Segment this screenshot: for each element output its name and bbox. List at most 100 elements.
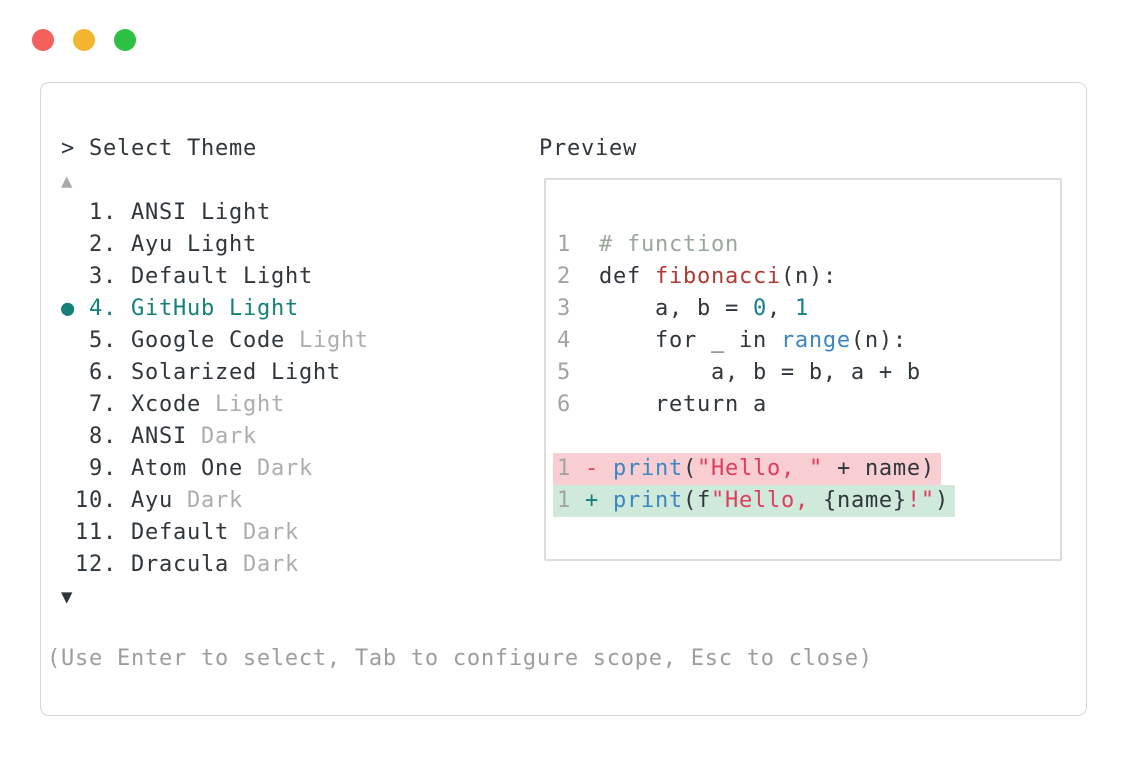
code-segment: 0 <box>752 296 767 321</box>
code-segment: ) <box>934 488 949 513</box>
theme-item-number: 6. <box>89 360 117 385</box>
theme-item-label: GitHub Light <box>131 296 299 321</box>
prompt-marker: > <box>61 136 75 161</box>
theme-list-column: > Select Theme ▲ 1.ANSI Light 2. Ayu Light… <box>41 133 541 613</box>
theme-item-label: Xcode <box>131 392 201 417</box>
column-gap <box>571 389 599 421</box>
code-text: a, b = 0, 1 <box>599 293 809 325</box>
theme-item-label: Ayu Light <box>131 232 257 257</box>
code-segment: , <box>766 296 795 321</box>
preview-title: Preview <box>539 136 637 161</box>
prompt-row: > Select Theme <box>41 133 541 165</box>
theme-variant-suffix: Dark <box>256 456 313 481</box>
scroll-down-row: ▼ <box>41 581 541 613</box>
code-segment: print <box>613 456 683 481</box>
scroll-down-icon[interactable]: ▼ <box>61 586 74 608</box>
zoom-window-icon[interactable] <box>114 29 136 51</box>
theme-item-number: 8. <box>89 424 117 449</box>
diff-highlight: 1-print("Hello, " + name) <box>553 453 941 485</box>
theme-item-default[interactable]: 11. Default Dark <box>41 517 541 549</box>
theme-item-label: Google Code <box>131 328 285 353</box>
diff-highlight: 1 + print(f"Hello, {name}!") <box>553 485 955 517</box>
theme-item-ansi[interactable]: 8. ANSI Dark <box>41 421 541 453</box>
code-segment: "Hello, <box>710 488 823 513</box>
theme-variant-suffix: Dark <box>200 424 257 449</box>
line-number: 1 <box>557 232 571 257</box>
code-segment: (f <box>682 488 711 513</box>
code-segment: a, b = <box>599 296 753 321</box>
keyboard-hint: (Use Enter to select, Tab to configure s… <box>47 646 873 671</box>
code-line: 1 # function <box>557 229 1060 261</box>
diff-sign-icon: - <box>585 456 599 481</box>
code-line: 4 for _ in range(n): <box>557 325 1060 357</box>
column-gap <box>599 453 613 485</box>
code-segment: "Hello, " <box>696 456 823 481</box>
theme-item-label: Default Light <box>131 264 313 289</box>
scroll-up-row: ▲ <box>41 165 541 197</box>
code-line: 3 a, b = 0, 1 <box>557 293 1060 325</box>
window-controls <box>32 29 136 51</box>
code-line: 5 a, b = b, a + b <box>557 357 1060 389</box>
code-segment: (n): <box>850 328 907 353</box>
code-text: for _ in range(n): <box>599 325 907 357</box>
column-gap <box>571 453 585 485</box>
code-text: print(f"Hello, {name}!") <box>613 485 949 517</box>
code-segment: def <box>599 264 655 289</box>
code-segment: + name) <box>822 456 935 481</box>
theme-item-number: 5. <box>89 328 117 353</box>
code-segment: range <box>780 328 851 353</box>
column-gap <box>571 325 599 357</box>
code-line: 6 return a <box>557 389 1060 421</box>
theme-item-label: Dracula <box>131 552 229 577</box>
theme-item-ayu-light[interactable]: 2. Ayu Light <box>41 229 541 261</box>
theme-item-number: 7. <box>89 392 117 417</box>
line-number: 2 <box>557 264 571 289</box>
theme-item-default-light[interactable]: 3.Default Light <box>41 261 541 293</box>
theme-item-label: ANSI <box>131 424 187 449</box>
theme-picker-panel: > Select Theme ▲ 1.ANSI Light 2. Ayu Light… <box>40 82 1087 716</box>
line-number: 1 <box>557 488 571 513</box>
preview-code-box: 1 # function 2 def fibonacci(n):3 a, b = 0,… <box>544 178 1062 561</box>
code-segment: (n): <box>780 264 837 289</box>
theme-item-number: 12. <box>75 552 117 577</box>
code-text: def fibonacci(n): <box>599 261 837 293</box>
code-segment: print <box>613 488 683 513</box>
line-number: 4 <box>557 328 571 353</box>
theme-item-number: 10. <box>75 488 117 513</box>
column-gap <box>571 229 599 261</box>
theme-item-number: 9. <box>89 456 117 481</box>
line-number: 5 <box>557 360 571 385</box>
theme-item-ansi-light[interactable]: 1.ANSI Light <box>41 197 541 229</box>
column-gap <box>571 261 599 293</box>
minimize-window-icon[interactable] <box>73 29 95 51</box>
theme-item-solarized-light[interactable]: 6.Solarized Light <box>41 357 541 389</box>
theme-variant-suffix: Dark <box>242 520 299 545</box>
diff-sign-icon: + <box>585 488 599 513</box>
column-gap <box>599 485 613 517</box>
column-gap <box>571 357 599 389</box>
scroll-up-icon[interactable]: ▲ <box>61 170 74 192</box>
theme-item-label: Default <box>131 520 229 545</box>
close-window-icon[interactable] <box>32 29 54 51</box>
theme-item-github-light[interactable]: ●4.GitHub Light <box>41 293 541 325</box>
diff-removed-line: 1-print("Hello, " + name) <box>553 453 1060 485</box>
theme-item-number: 11. <box>75 520 117 545</box>
theme-item-number: 1. <box>89 200 117 225</box>
code-text: print("Hello, " + name) <box>613 453 935 485</box>
theme-item-number: 2. <box>89 232 117 257</box>
code-segment: # function <box>599 232 739 257</box>
code-text: return a <box>599 389 767 421</box>
diff-added-line: 1 + print(f"Hello, {name}!") <box>553 485 1060 517</box>
blank-line <box>557 421 1060 453</box>
code-segment: for _ in <box>599 328 781 353</box>
code-line: 2 def fibonacci(n): <box>557 261 1060 293</box>
column-gap <box>571 293 599 325</box>
theme-item-number: 4. <box>89 296 117 321</box>
code-segment: {name} <box>822 488 907 513</box>
